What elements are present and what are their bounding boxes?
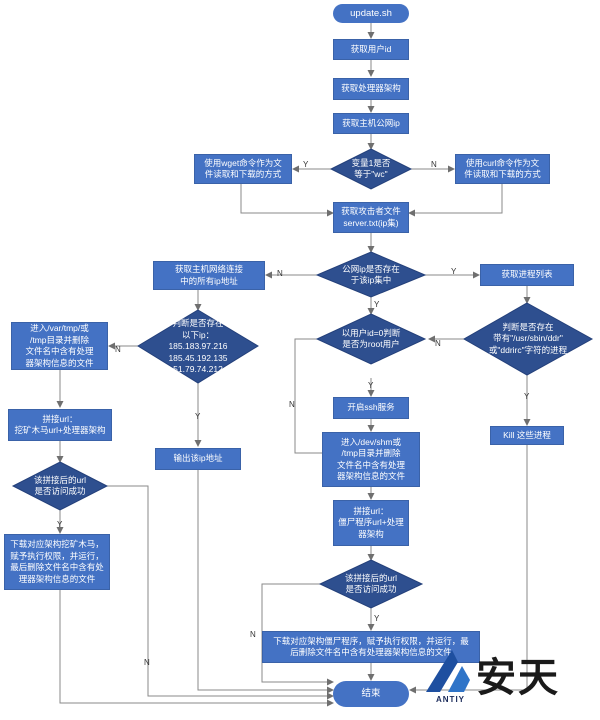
label-var-yes: Y bbox=[303, 160, 309, 169]
output-ip-node: 输出该ip地址 bbox=[155, 448, 241, 470]
label-ipset-no: N bbox=[277, 269, 283, 278]
end-node: 结束 bbox=[333, 681, 409, 707]
logo-sub-text: ANTIY bbox=[436, 695, 465, 704]
antiy-logo-icon bbox=[426, 650, 470, 692]
edge-checkurl-end-n bbox=[107, 485, 334, 700]
get-cpu-arch-node: 获取处理器架构 bbox=[333, 78, 409, 100]
download-zombie-node: 下载对应架构僵尸程序，赋予执行权限，并运行，最 后删除文件名中含有处理器架构信息… bbox=[262, 631, 480, 663]
label-root-no: N bbox=[289, 400, 295, 409]
label-url-miner-no: N bbox=[144, 658, 150, 667]
get-attacker-file-node: 获取攻击者文件 server.txt(ip集) bbox=[333, 202, 409, 233]
edge-download-end bbox=[59, 590, 334, 707]
label-url-zombie-yes: Y bbox=[374, 614, 380, 623]
antiy-logo bbox=[418, 640, 600, 715]
label-var-no: N bbox=[431, 160, 437, 169]
logo-brand-text: 安天 bbox=[476, 655, 560, 701]
download-miner-node: 下载对应架构挖矿木马， 赋予执行权限，并运行， 最后删除文件名中含有处 理器架构… bbox=[4, 534, 110, 590]
label-ipset-yes-down: Y bbox=[374, 300, 380, 309]
get-process-list-node: 获取进程列表 bbox=[480, 264, 574, 286]
label-url-miner-yes: Y bbox=[57, 520, 63, 529]
label-url-zombie-no: N bbox=[250, 630, 256, 639]
decision-var bbox=[329, 148, 413, 190]
decision-url-miner bbox=[11, 461, 109, 511]
move-to-shm-node: 进入/dev/shm或 /tmp目录并删除 文件名中含有处理 器架构信息的文件 bbox=[322, 432, 420, 487]
edge-kill-end bbox=[409, 445, 528, 694]
kill-process-node: Kill 这些进程 bbox=[490, 426, 564, 445]
get-public-ip-node: 获取主机公网ip bbox=[333, 113, 409, 134]
label-ips-yes: Y bbox=[195, 412, 201, 421]
use-curl-node: 使用curl命令作为文 件读取和下载的方式 bbox=[455, 154, 550, 184]
use-wget-node: 使用wget命令作为文 件读取和下载的方式 bbox=[194, 154, 292, 184]
decision-ips bbox=[137, 309, 259, 384]
label-root-yes: Y bbox=[368, 381, 374, 390]
get-user-id-node: 获取用户id bbox=[333, 39, 409, 60]
concat-url-miner-node: 拼接url： 挖矿木马url+处理器架构 bbox=[8, 409, 112, 441]
edge-root-shm-n bbox=[294, 338, 334, 457]
edge-wget-file bbox=[240, 184, 334, 217]
decision-ip-in-set bbox=[315, 251, 427, 298]
label-proc-no: N bbox=[435, 339, 441, 348]
concat-url-zombie-node: 拼接url： 僵尸程序url+处理 器架构 bbox=[333, 500, 409, 546]
label-ips-no: N bbox=[115, 345, 121, 354]
decision-process bbox=[462, 302, 594, 376]
edge-output-end bbox=[197, 470, 334, 694]
start-node: update.sh bbox=[333, 4, 409, 23]
get-all-ips-node: 获取主机网络连接 中的所有ip地址 bbox=[153, 261, 265, 290]
start-ssh-node: 开启ssh服务 bbox=[333, 397, 409, 419]
edge-curl-file bbox=[408, 184, 503, 217]
move-to-tmp-node: 进入/var/tmp/或 /tmp目录并删除 文件名中含有处理 器架构信息的文件 bbox=[11, 322, 108, 370]
decision-url-zombie bbox=[318, 559, 424, 609]
label-ipset-yes: Y bbox=[451, 267, 457, 276]
label-proc-yes: Y bbox=[524, 392, 530, 401]
decision-root bbox=[315, 313, 427, 365]
